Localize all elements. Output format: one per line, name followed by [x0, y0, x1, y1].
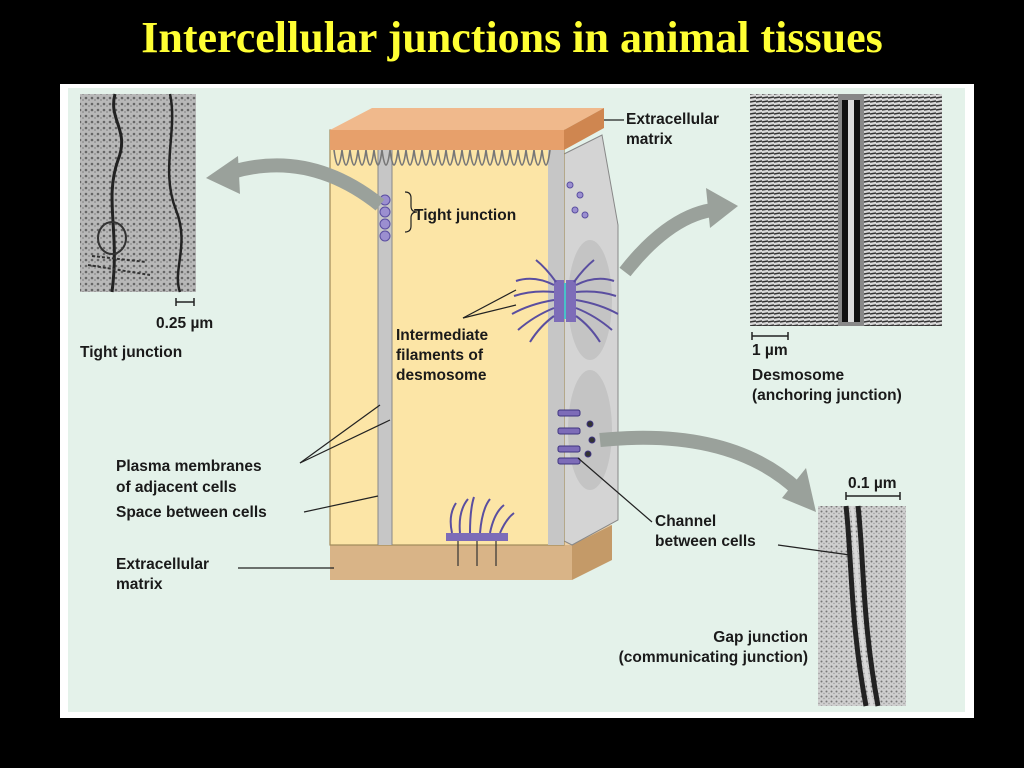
gap-junction-channels — [557, 409, 596, 465]
desmosome-micrograph — [750, 94, 942, 326]
gap-junction-caption-line1: Gap junction — [713, 629, 808, 646]
space-between-cells-label: Space between cells — [116, 504, 267, 521]
desmosome — [511, 259, 619, 343]
slide-title: Intercellular junctions in animal tissue… — [141, 13, 883, 62]
ecm-bottom-label-line2: matrix — [116, 576, 163, 593]
desmosome-caption-line1: Desmosome — [752, 367, 845, 384]
tight-junction-label: Tight junction — [414, 207, 517, 224]
scale-label-desmosome: 1 µm — [752, 342, 788, 359]
ecm-top-label-line2: matrix — [626, 131, 673, 148]
intermediate-filaments-label-line2: filaments of — [396, 347, 483, 364]
plasma-membranes-label-line1: Plasma membranes — [116, 458, 262, 475]
microvilli — [333, 149, 551, 166]
gap-junction-micrograph — [818, 505, 906, 707]
extracellular-matrix-top — [330, 108, 604, 150]
arrow-to-gap-micrograph — [599, 430, 816, 512]
scale-bar-tight — [175, 298, 195, 306]
scale-label-gap: 0.1 µm — [848, 475, 897, 492]
gap-junction-caption-line2: (communicating junction) — [618, 649, 808, 666]
tight-junction-caption: Tight junction — [80, 344, 183, 361]
scale-bar-gap — [845, 492, 901, 500]
tight-junction-proteins — [379, 181, 589, 242]
scale-bar-desmosome — [751, 332, 789, 340]
channel-label-line2: between cells — [655, 533, 756, 550]
plasma-membranes-label-line2: of adjacent cells — [116, 479, 237, 496]
ecm-bottom-label-line1: Extracellular — [116, 556, 210, 573]
ecm-top-label-line1: Extracellular — [626, 111, 720, 128]
tight-junction-micrograph — [80, 93, 196, 293]
arrow-to-desmosome-micrograph — [619, 188, 738, 277]
intermediate-filaments-label-line3: desmosome — [396, 367, 487, 384]
intermediate-filaments-label-line1: Intermediate — [396, 327, 489, 344]
arrow-to-tight-micrograph — [206, 156, 385, 211]
scale-label-tight: 0.25 µm — [156, 315, 214, 332]
hemidesmosome — [446, 496, 515, 566]
desmosome-caption-line2: (anchoring junction) — [752, 387, 902, 404]
channel-label-line1: Channel — [655, 513, 717, 530]
adjacent-cell — [561, 134, 619, 546]
leader-lines — [238, 119, 851, 569]
